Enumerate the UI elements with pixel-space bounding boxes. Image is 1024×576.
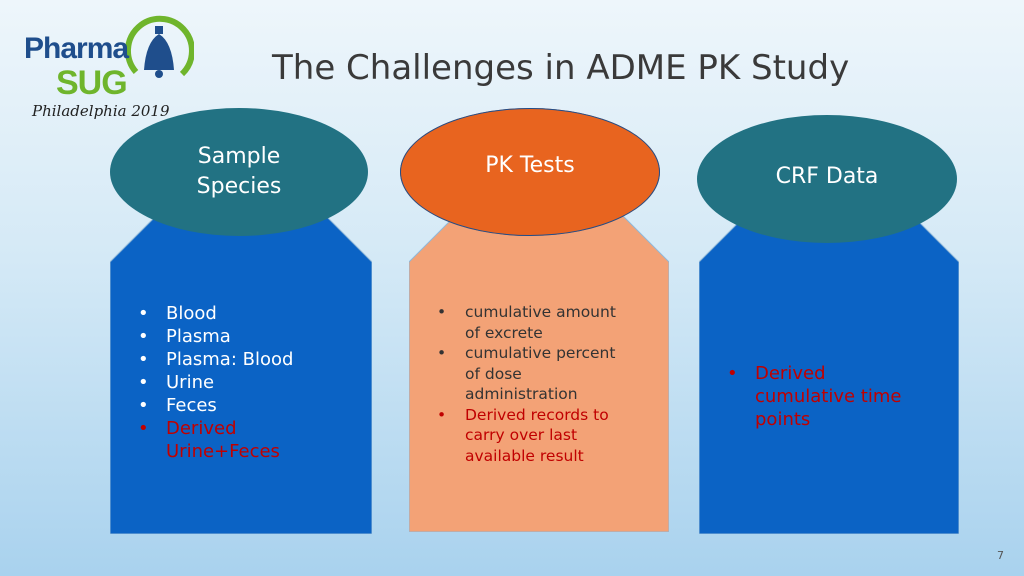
list-item: Derived records to carry over last avail… [437,405,630,467]
list-item: Blood [138,302,338,325]
liberty-bell-icon [124,15,194,78]
list-item: Derived Urine+Feces [138,417,296,463]
slide-title: The Challenges in ADME PK Study [272,48,850,88]
header-pk-tests-label: PK Tests [485,153,575,178]
header-sample-species-label: Sample Species [196,144,282,199]
list-item: Derived cumulative time points [727,362,915,431]
list-pk-tests: cumulative amount of excrete cumulative … [437,302,637,466]
list-item: Urine [138,371,338,394]
logo-pharma-text: Pharma [24,32,129,65]
header-pk-tests: PK Tests [400,108,660,236]
list-item: Plasma: Blood [138,348,338,371]
list-item: cumulative percent of dose administratio… [437,343,630,405]
list-sample-species: Blood Plasma Plasma: Blood Urine Feces D… [138,302,338,463]
pharmasug-logo: Pharma SUG Philadelphia 2019 [14,12,194,124]
list-item: Feces [138,394,338,417]
logo-city-text: Philadelphia 2019 [32,102,170,120]
page-number: 7 [997,549,1004,562]
logo-sug-text: SUG [56,64,128,102]
header-crf-data: CRF Data [697,115,957,243]
header-sample-species: Sample Species [110,108,368,236]
list-item: cumulative amount of excrete [437,302,625,343]
list-crf-data: Derived cumulative time points [727,362,927,431]
header-crf-data-label: CRF Data [775,164,879,189]
list-item: Plasma [138,325,338,348]
